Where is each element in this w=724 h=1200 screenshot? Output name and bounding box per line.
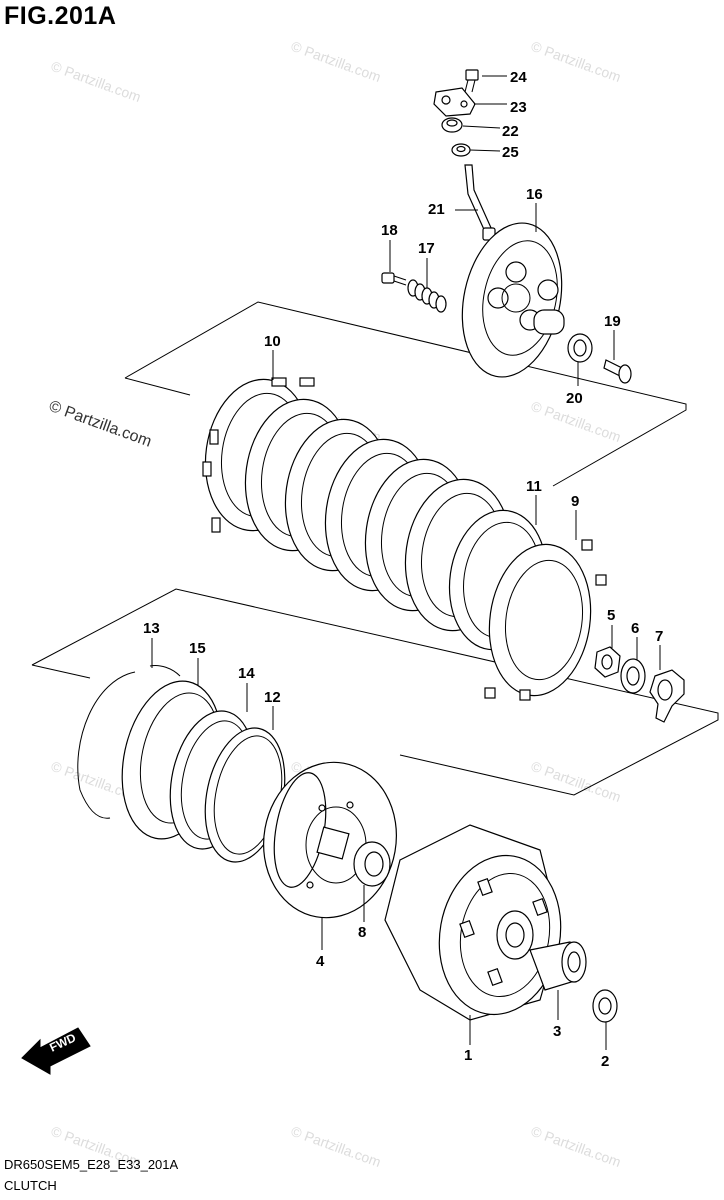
callout-18: 18	[381, 222, 398, 239]
bolt-24	[464, 69, 479, 93]
callout-15: 15	[189, 640, 206, 657]
callout-10: 10	[264, 333, 281, 350]
callout-24: 24	[510, 69, 527, 86]
callout-19: 19	[604, 313, 621, 330]
plate-tab	[209, 429, 219, 445]
plate-23	[433, 87, 476, 117]
bolt-18	[381, 272, 407, 286]
watermark-main: © Partzilla.com	[47, 398, 154, 451]
seal-22	[441, 117, 463, 133]
plate-tab	[581, 539, 593, 551]
figure-title: FIG.201A	[4, 2, 117, 30]
watermark: © Partzilla.com	[49, 58, 143, 105]
callout-21: 21	[428, 201, 445, 218]
figure-name: CLUTCH	[4, 1178, 57, 1193]
plate-tab	[484, 687, 496, 699]
callout-5: 5	[607, 607, 615, 624]
callout-25: 25	[502, 144, 519, 161]
callout-23: 23	[510, 99, 527, 116]
plate-tab	[271, 377, 287, 387]
callout-6: 6	[631, 620, 639, 637]
pressure-plate-16	[461, 222, 565, 378]
callout-1: 1	[464, 1047, 472, 1064]
lock-washer-7	[649, 669, 685, 723]
nut-5	[594, 646, 621, 678]
callout-9: 9	[571, 493, 579, 510]
watermark: © Partzilla.com	[289, 1123, 383, 1170]
callout-13: 13	[143, 620, 160, 637]
frame-edge	[31, 664, 91, 679]
callouts: 24 23 22 25 21 16 18 17 19 20 10 11 9 5 …	[143, 69, 663, 1070]
plate-tab	[202, 461, 212, 477]
callout-14: 14	[238, 665, 255, 682]
callout-17: 17	[418, 240, 435, 257]
spacer-3	[529, 941, 587, 991]
release-arm-assembly	[433, 69, 496, 241]
callout-8: 8	[358, 924, 366, 941]
callout-22: 22	[502, 123, 519, 140]
callout-12: 12	[264, 689, 281, 706]
watermark: © Partzilla.com	[289, 38, 383, 85]
callout-3: 3	[553, 1023, 561, 1040]
clutch-housing-1	[384, 824, 562, 1021]
callout-20: 20	[566, 390, 583, 407]
fwd-badge: FWD	[21, 1027, 91, 1075]
clutch-plate-stack	[202, 377, 607, 701]
bearing-20	[567, 333, 593, 363]
washer-2	[592, 989, 618, 1023]
frame-edge	[124, 377, 191, 396]
clutch-basket-frame	[31, 588, 719, 796]
callout-2: 2	[601, 1053, 609, 1070]
plate-tab	[211, 517, 221, 533]
callout-11: 11	[526, 478, 542, 495]
spring-17	[407, 279, 447, 313]
pin-19	[603, 359, 632, 384]
assembly-frames	[31, 301, 719, 796]
washer-6	[620, 658, 646, 694]
wire-ring-13	[77, 665, 181, 819]
plate-tab	[519, 689, 531, 701]
plate-tab	[595, 574, 607, 586]
thrust-washer-8	[353, 841, 391, 887]
watermark: © Partzilla.com	[529, 1123, 623, 1170]
leader-lines	[151, 75, 661, 1050]
watermark: © Partzilla.com	[529, 758, 623, 805]
callout-4: 4	[316, 953, 325, 970]
callout-7: 7	[655, 628, 663, 645]
watermark: © Partzilla.com	[529, 38, 623, 85]
callout-16: 16	[526, 186, 543, 203]
plate-tab	[299, 377, 315, 387]
pressure-plate-frame	[124, 301, 687, 487]
figure-code: DR650SEM5_E28_E33_201A	[4, 1157, 179, 1172]
release-rod-21	[464, 164, 496, 241]
oring-25	[451, 143, 471, 157]
forward-arrow-icon	[21, 1027, 91, 1075]
